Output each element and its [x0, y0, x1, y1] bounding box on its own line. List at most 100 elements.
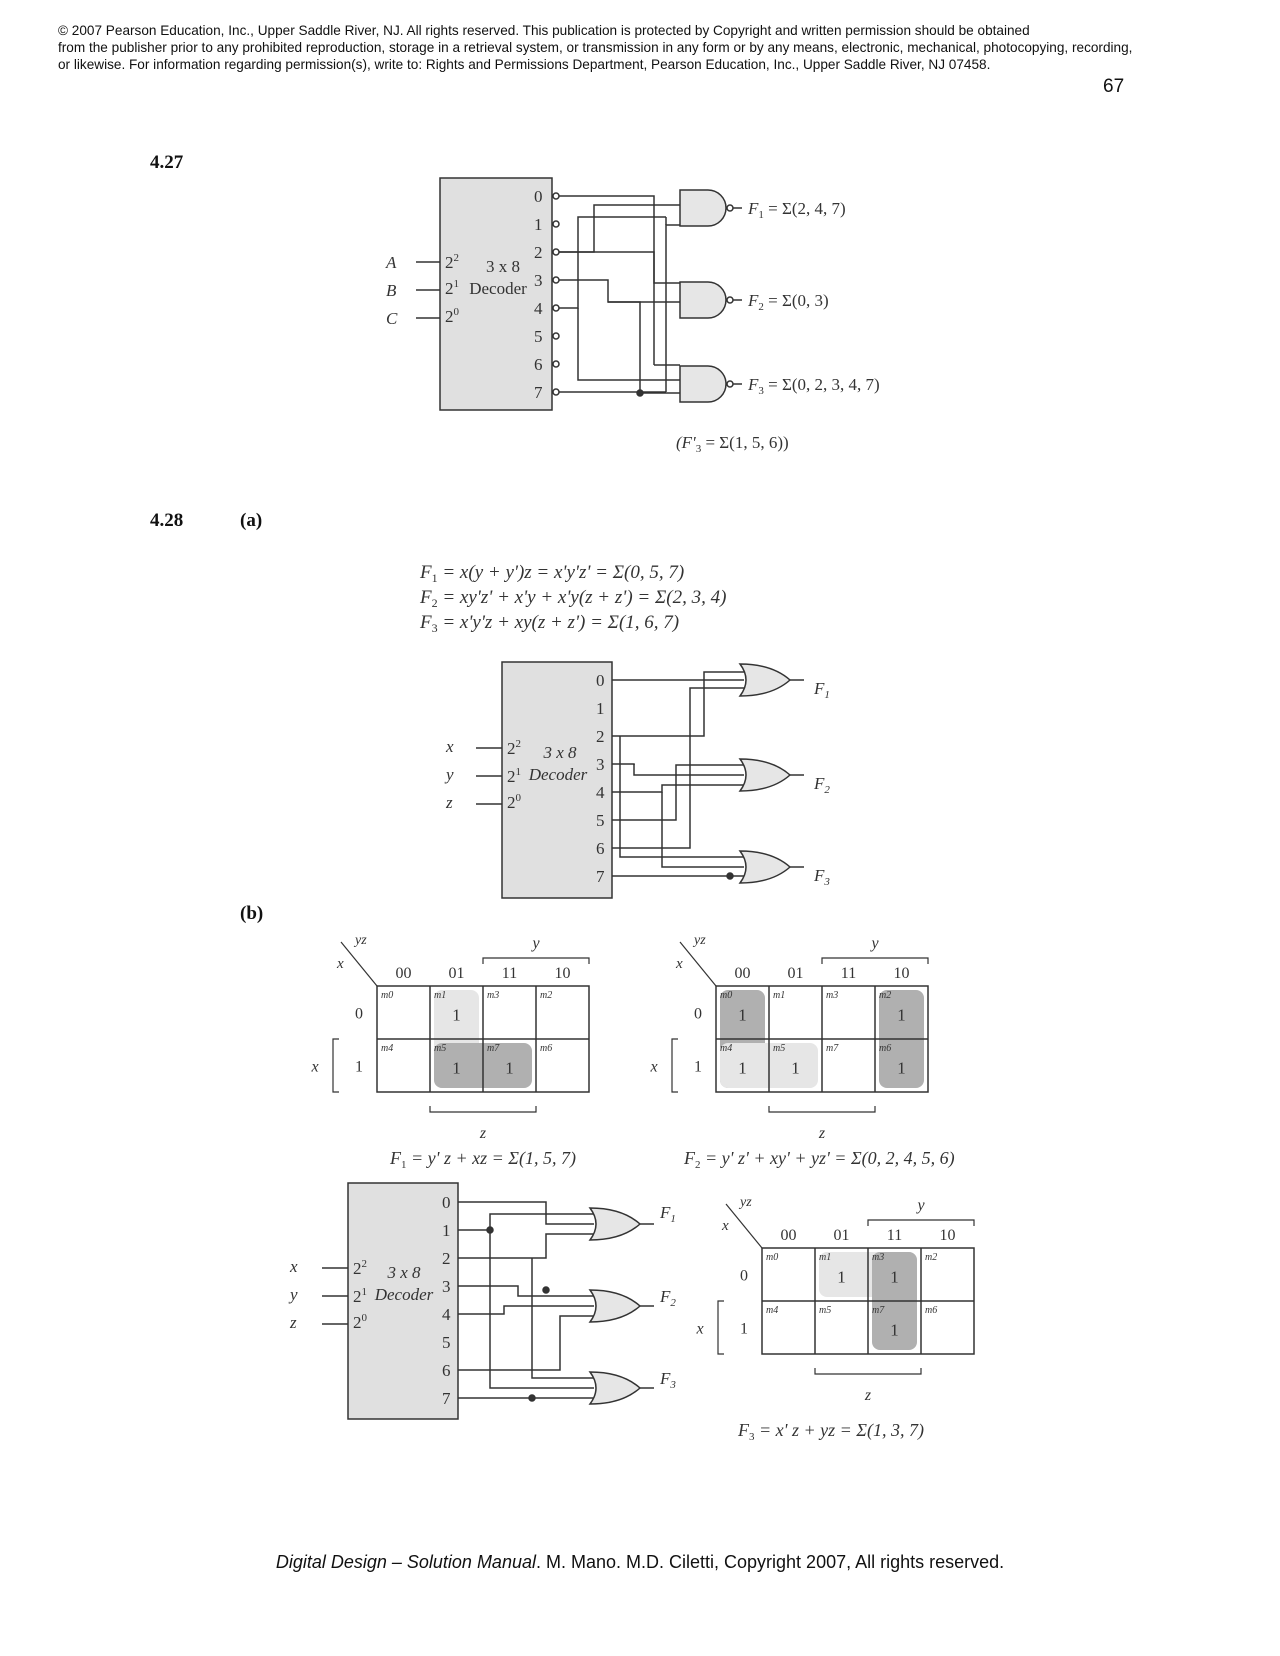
decoder-word-label: Decoder	[374, 1285, 434, 1304]
kmap-cell-one: 1	[890, 1321, 899, 1340]
kmap-x-label: x	[310, 1059, 318, 1076]
page-number: 67	[1103, 76, 1125, 97]
output-index: 0	[596, 671, 605, 690]
input-label-x: x	[289, 1257, 298, 1276]
kmap-diagonal	[679, 941, 717, 987]
kmap-col-code: 00	[396, 965, 412, 982]
kmap-x-bracket	[332, 1038, 339, 1093]
kmap-minterm-label: m6	[925, 1305, 937, 1316]
output-label-f2: F2	[659, 1287, 676, 1309]
kmap-row-var: x	[336, 956, 344, 972]
output-index: 1	[534, 215, 543, 234]
kmap-minterm-label: m1	[434, 990, 446, 1001]
header-line: © 2007 Pearson Education, Inc., Upper Sa…	[58, 23, 1030, 38]
kmap-row-code: 0	[355, 1006, 363, 1023]
decoder-size-label: 3 x 8	[542, 743, 577, 762]
input-label-z: z	[445, 793, 453, 812]
kmap-minterm-label: m0	[766, 1252, 778, 1263]
output-index: 0	[442, 1193, 451, 1212]
input-label-y: y	[444, 765, 454, 784]
kmap-minterm-label: m0	[381, 990, 393, 1001]
kmap-cell-one: 1	[890, 1268, 899, 1287]
or-gate-f2	[738, 758, 804, 792]
kmap-minterm-label: m0	[720, 990, 732, 1001]
input-label-c: C	[386, 309, 398, 328]
footer-title: Digital Design – Solution Manual	[275, 1552, 536, 1572]
kmap-row-code: 1	[355, 1059, 363, 1076]
kmap-y-label: y	[869, 935, 879, 952]
kmap-cell-one: 1	[505, 1059, 514, 1078]
f3-kmap-expression: F3 = x' z + yz = Σ(1, 3, 7)	[737, 1420, 924, 1443]
kmap-y-label: y	[530, 935, 540, 952]
kmap-col-code: 00	[735, 965, 751, 982]
output-index: 3	[534, 271, 543, 290]
kmap-minterm-label: m3	[872, 1252, 884, 1263]
f1-expression: F1 = Σ(2, 4, 7)	[747, 199, 846, 221]
output-index: 3	[442, 1277, 451, 1296]
input-label-b: B	[386, 281, 397, 300]
problem-number-4-27: 4.27	[150, 152, 184, 173]
input-label-y: y	[288, 1285, 298, 1304]
output-index: 3	[596, 755, 605, 774]
kmap-minterm-label: m7	[826, 1043, 839, 1054]
kmap-minterm-label: m6	[540, 1043, 552, 1054]
kmap-row-var: x	[675, 956, 683, 972]
page-footer: Digital Design – Solution Manual. M. Man…	[0, 1552, 1280, 1573]
kmap-x-label: x	[695, 1321, 703, 1338]
kmap-col-code: 10	[940, 1227, 956, 1244]
kmap-minterm-label: m7	[487, 1043, 500, 1054]
output-index: 1	[596, 699, 605, 718]
input-label-z: z	[289, 1313, 297, 1332]
kmap-col-code: 01	[788, 965, 804, 982]
decoder-circuit-4-27	[416, 177, 742, 411]
or-gate-f3	[588, 1371, 654, 1405]
kmap-cell-one: 1	[738, 1059, 747, 1078]
decoder-4-28b-labels: 3 x 8 Decoder 22 21 20 x y z 0 1 2 3 4 5…	[288, 1193, 676, 1408]
kmap-minterm-label: m1	[819, 1252, 831, 1263]
kmap-y-label: y	[915, 1197, 925, 1214]
kmap-col-var: yz	[692, 933, 706, 948]
decoder-block	[347, 1182, 459, 1420]
output-index: 5	[442, 1333, 451, 1352]
kmap-col-code: 11	[841, 965, 856, 982]
kmap-col-code: 01	[834, 1227, 850, 1244]
kmap-col-code: 10	[894, 965, 910, 982]
output-index: 6	[596, 839, 605, 858]
f2-kmap-expression: F2 = y' z' + xy' + yz' = Σ(0, 2, 4, 5, 6…	[683, 1148, 955, 1171]
input-label-x: x	[445, 737, 454, 756]
decoder-4-28a-labels: 3 x 8 Decoder 22 21 20 x y z 0 1 2 3 4 5…	[444, 671, 830, 888]
kmap-minterm-label: m4	[381, 1043, 393, 1054]
part-a-label: (a)	[240, 510, 263, 531]
or-gate-f2	[588, 1289, 654, 1323]
output-label-f3: F3	[659, 1369, 676, 1391]
kmap-cell-one: 1	[897, 1006, 906, 1025]
f3-complement-expression: (F'3 = Σ(1, 5, 6))	[676, 433, 789, 455]
footer-credit: . M. Mano. M.D. Ciletti, Copyright 2007,…	[535, 1552, 1005, 1572]
output-index: 5	[596, 811, 605, 830]
output-label-f1: F1	[659, 1203, 676, 1225]
kmap-cell-one: 1	[791, 1059, 800, 1078]
kmap-z-label: z	[479, 1125, 487, 1142]
part-b-label: (b)	[240, 903, 264, 924]
nand-gate-f1	[679, 189, 742, 227]
kmap-z-label: z	[864, 1387, 872, 1404]
output-index: 6	[534, 355, 543, 374]
decoder-output-wires	[552, 192, 680, 397]
kmap-y-bracket	[867, 1219, 975, 1226]
output-label-f3: F3	[813, 866, 830, 888]
kmap-x-bracket	[717, 1300, 724, 1355]
output-index: 1	[442, 1221, 451, 1240]
f3-expression: F3 = Σ(0, 2, 3, 4, 7)	[747, 375, 880, 397]
kmap-z-bracket	[768, 1106, 876, 1113]
kmap-minterm-label: m2	[879, 990, 891, 1001]
or-gate-f1	[588, 1207, 654, 1241]
kmap-col-code: 01	[449, 965, 465, 982]
kmap-diagonal	[340, 941, 378, 987]
decoder-size-label: 3 x 8	[486, 257, 520, 276]
output-index: 7	[534, 383, 543, 402]
kmap-minterm-label: m3	[826, 990, 838, 1001]
output-index: 4	[596, 783, 605, 802]
decoder-word-label: Decoder	[528, 765, 588, 784]
kmap-expressions: F1 = y' z + xz = Σ(1, 5, 7) F2 = y' z' +…	[389, 1148, 955, 1443]
